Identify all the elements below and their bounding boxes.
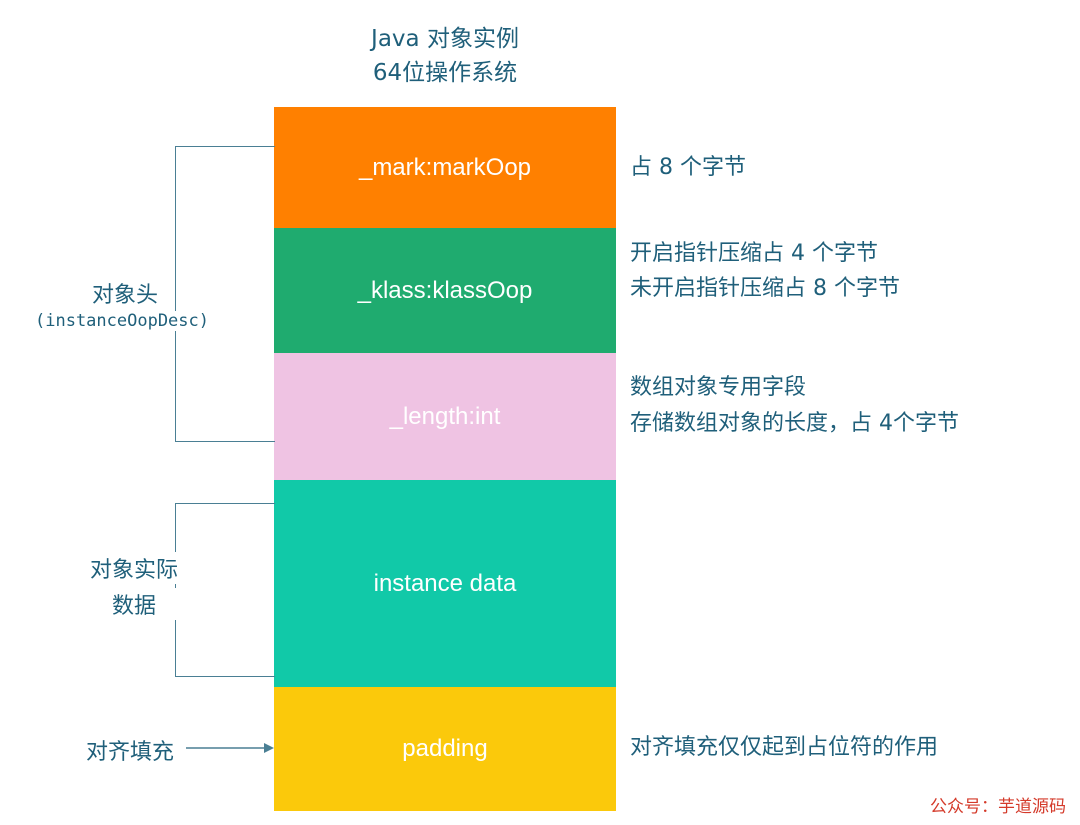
object-header-label: 对象头 [88, 277, 163, 309]
header-bracket [175, 146, 275, 442]
mark-block-label: _mark:markOop [358, 153, 532, 181]
klass-block: _klass:klassOop [274, 228, 616, 353]
klass-block-label: _klass:klassOop [357, 276, 533, 304]
diagram-title: Java 对象实例 [371, 26, 519, 52]
watermark: 公众号：芋道源码 [930, 797, 1066, 817]
object-header-sublabel: (instanceOopDesc) [33, 311, 211, 331]
padding-block: padding [274, 687, 616, 811]
mark-note: 占 8 个字节 [630, 155, 746, 180]
padding-block-label: padding [402, 735, 488, 762]
length-note-purpose: 数组对象专用字段 [630, 375, 807, 400]
instance-data-label-line1: 对象实际 [80, 552, 188, 584]
length-note-size: 存储数组对象的长度，占 4个字节 [630, 411, 959, 436]
padding-label: 对齐填充 [86, 740, 175, 765]
instance-data-label-line2: 数据 [80, 588, 188, 620]
instance-data-block-label: instance data [373, 569, 517, 597]
diagram-subtitle: 64位操作系统 [372, 60, 518, 86]
mark-block: _mark:markOop [274, 107, 616, 228]
length-block: _length:int [274, 353, 616, 480]
padding-note: 对齐填充仅仅起到占位符的作用 [630, 735, 939, 760]
length-block-label: _length:int [389, 402, 501, 430]
klass-note-uncompressed: 未开启指针压缩占 8 个字节 [630, 276, 900, 301]
instance-data-block: instance data [274, 480, 616, 687]
klass-note-compressed: 开启指针压缩占 4 个字节 [630, 241, 878, 266]
